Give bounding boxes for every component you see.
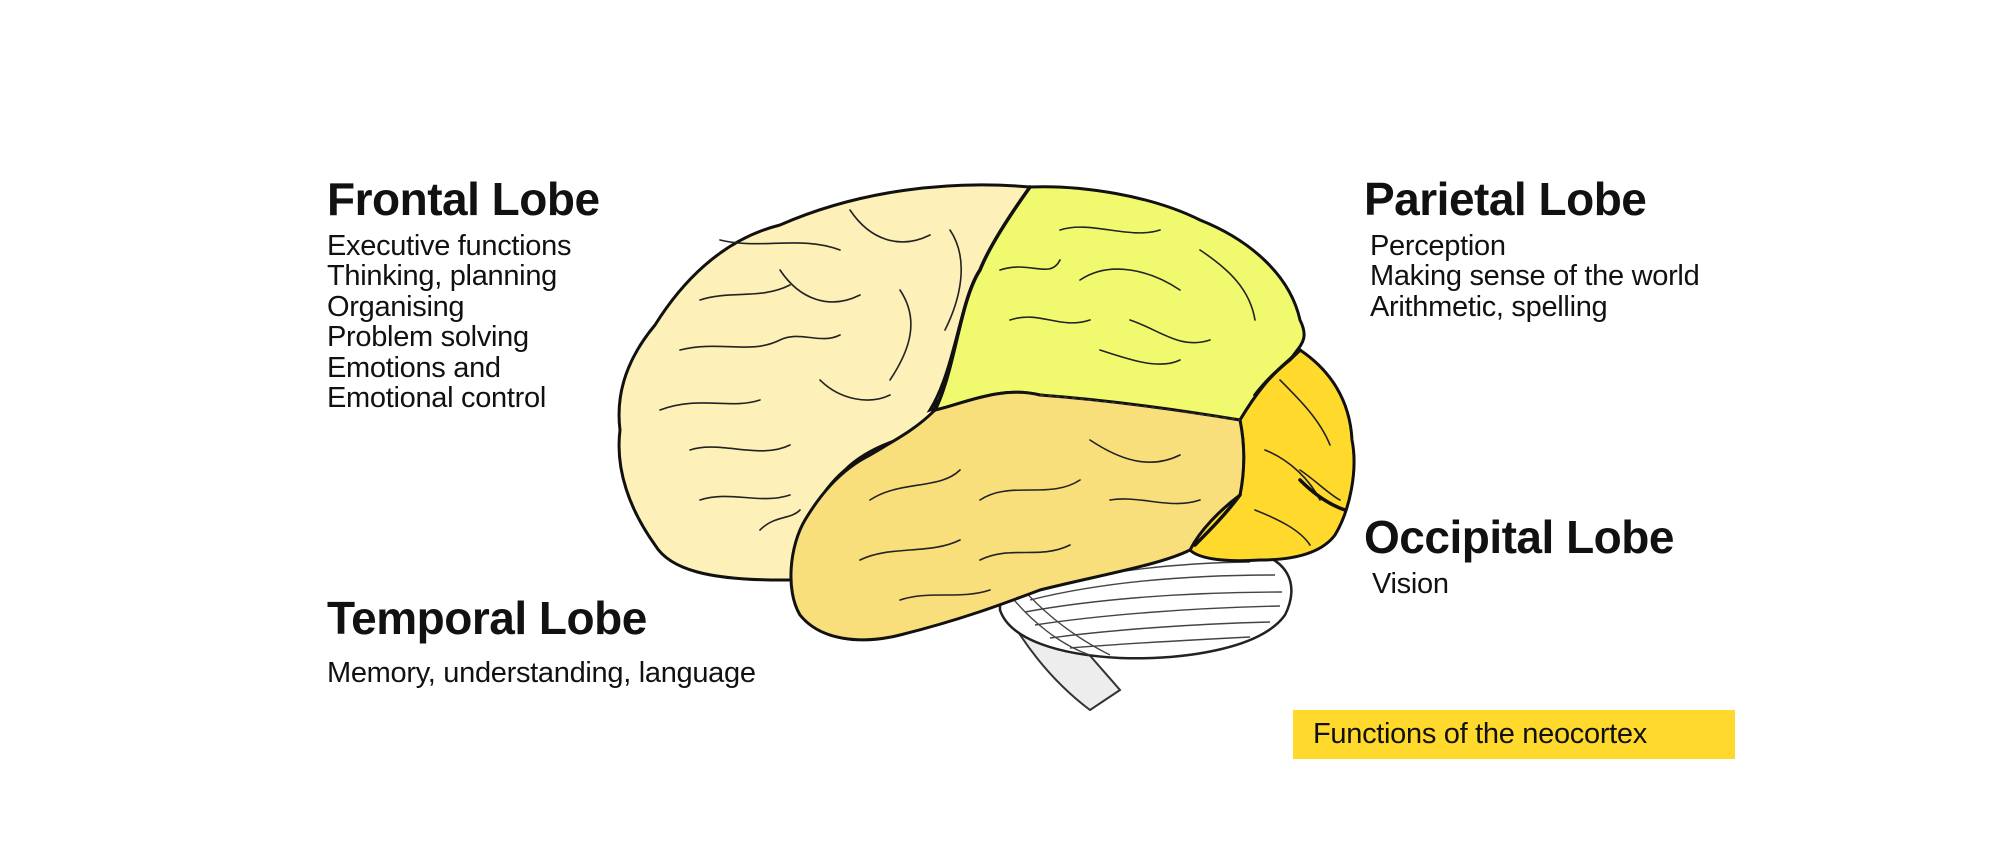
function-item: Vision <box>1372 567 1449 600</box>
frontal-lobe-functions: Executive functions Thinking, planning O… <box>327 231 600 414</box>
function-item: Making sense of the world <box>1370 260 1700 293</box>
parietal-lobe-title: Parietal Lobe <box>1364 173 1647 225</box>
temporal-lobe-title: Temporal Lobe <box>327 592 647 644</box>
frontal-lobe-block: Frontal Lobe Executive functions Thinkin… <box>327 174 600 414</box>
parietal-temporal-boundary <box>1039 394 1241 421</box>
parietal-lobe-block: Parietal Lobe Perception Making sense of… <box>1364 173 1700 323</box>
function-item: Problem solving <box>327 321 529 354</box>
function-item: Memory, understanding, language <box>327 656 756 689</box>
parietal-lobe-functions: Perception Making sense of the world Ari… <box>1370 229 1700 323</box>
temporal-lobe-region <box>789 390 1246 642</box>
function-item: Thinking, planning <box>327 260 557 293</box>
function-item: Organising <box>327 290 465 323</box>
function-item: Emotional control <box>327 382 546 415</box>
caption-text: Functions of the neocortex <box>1313 718 1647 750</box>
occipital-lobe-functions: Vision <box>1372 569 1674 600</box>
temporal-lobe-block: Temporal Lobe Memory, understanding, lan… <box>327 593 756 688</box>
occipital-lobe-title: Occipital Lobe <box>1364 511 1674 563</box>
function-item: Perception <box>1370 229 1506 262</box>
caption-box: Functions of the neocortex <box>1293 710 1735 759</box>
function-item: Emotions and <box>327 351 501 384</box>
frontal-lobe-title: Frontal Lobe <box>327 173 600 225</box>
occipital-lobe-block: Occipital Lobe Vision <box>1364 512 1674 599</box>
function-item: Executive functions <box>327 229 572 262</box>
temporal-lobe-functions: Memory, understanding, language <box>327 658 756 689</box>
function-item: Arithmetic, spelling <box>1370 290 1608 323</box>
major-sulci <box>933 185 1347 547</box>
